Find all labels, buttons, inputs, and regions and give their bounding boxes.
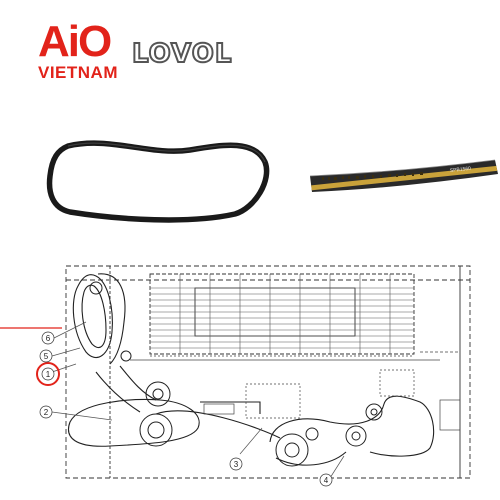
belt-print-text: SPB1560: [450, 166, 472, 174]
aio-logo: AiO: [38, 17, 112, 66]
callout-2: 2: [44, 408, 49, 417]
callout-3: 3: [234, 460, 239, 469]
callout-1: 1: [46, 370, 51, 379]
callout-6: 6: [46, 334, 51, 343]
brand-header: AiO VIETNAM LOVOL: [36, 20, 286, 96]
lovol-logo: LOVOL: [131, 39, 233, 69]
callout-4: 4: [324, 476, 329, 485]
belt-loop-image: [46, 140, 270, 223]
callout-5: 5: [44, 352, 49, 361]
aio-logo-subtext: VIETNAM: [38, 63, 118, 82]
highlight-ring: [36, 362, 60, 386]
belt-routing-schematic: 6 5 1 2 3 4: [0, 265, 471, 487]
belt-closeup-image: SPB1560: [309, 159, 498, 192]
